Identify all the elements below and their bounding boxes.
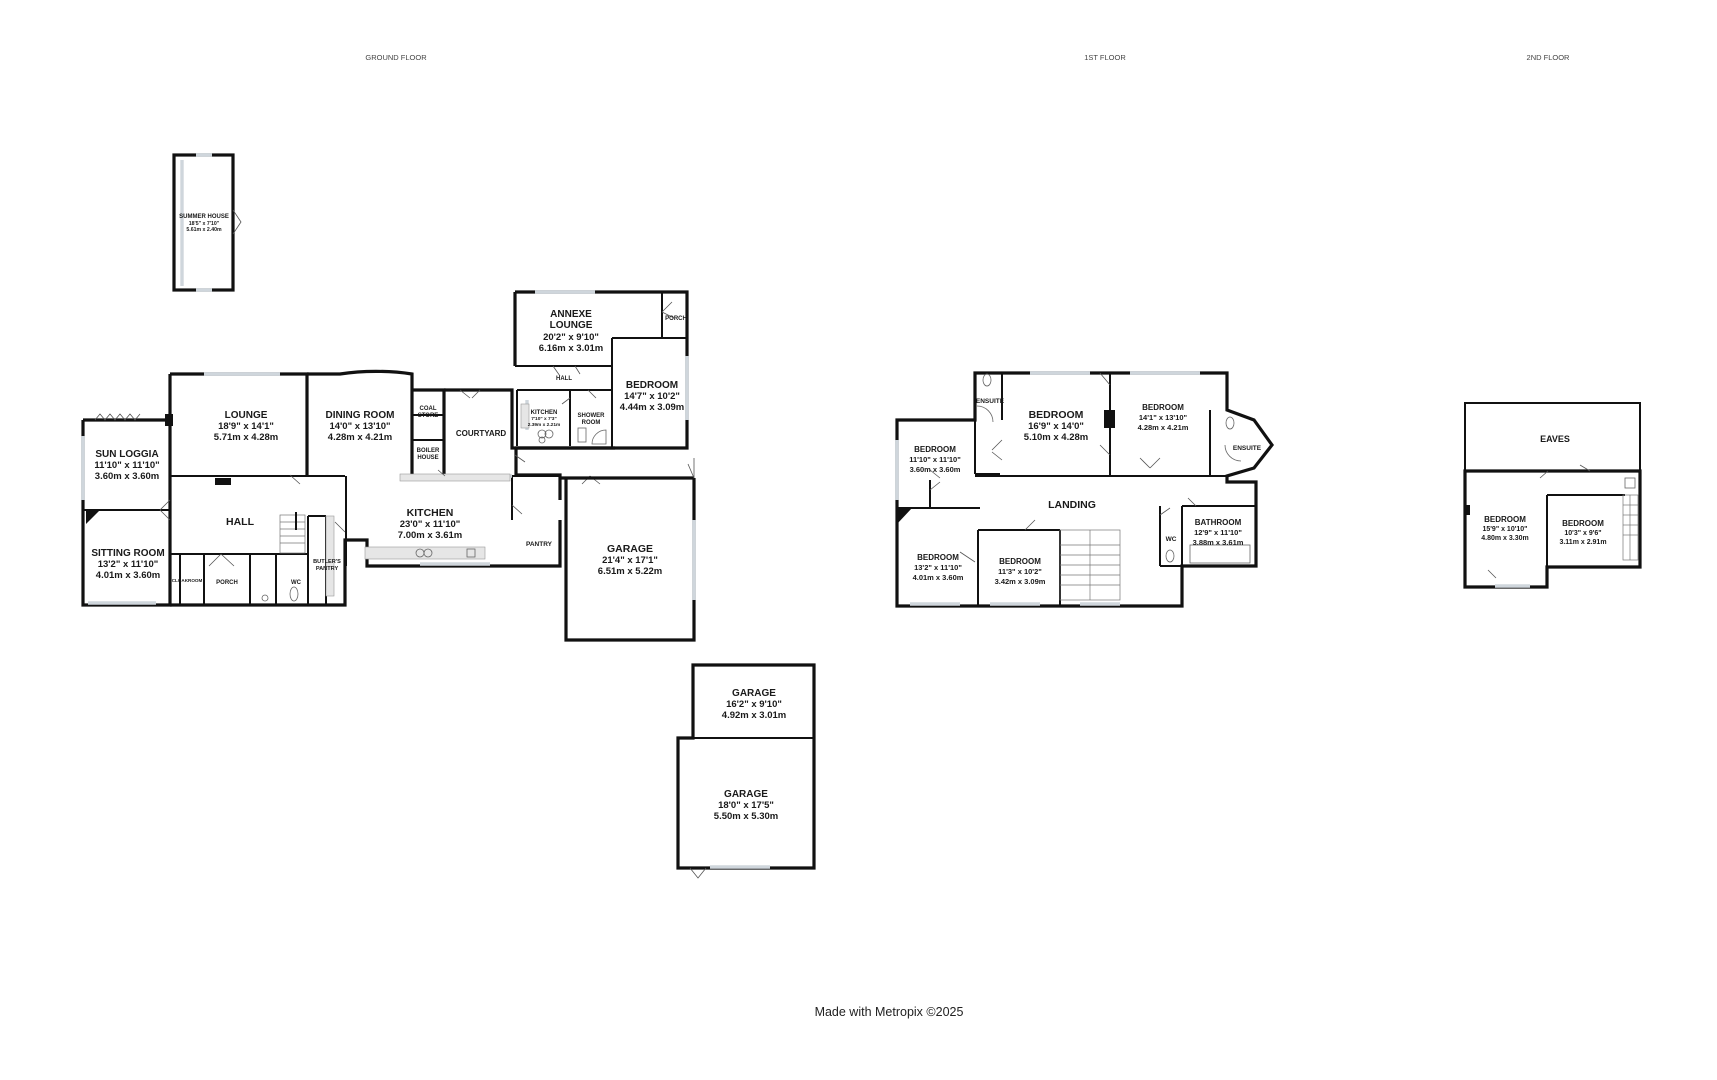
sitting-room-name: SITTING ROOM — [91, 548, 164, 559]
sitting-room-imperial: 13'2" x 11'10" — [98, 559, 159, 570]
annexe-bedroom-imperial: 14'7" x 10'2" — [624, 391, 680, 402]
f-bedroom-left-metric: 3.60m x 3.60m — [910, 465, 961, 474]
garage-large-imperial: 18'0" x 17'5" — [718, 800, 774, 811]
f-bedroom-left-imperial: 11'10" x 11'10" — [909, 455, 961, 464]
garage-main: GARAGE 21'4" x 17'1" 6.51m x 5.22m — [560, 458, 696, 642]
lounge-imperial: 18'9" x 14'1" — [218, 421, 274, 432]
garage-main-metric: 6.51m x 5.22m — [598, 566, 662, 577]
f-bedroom-right-imperial: 14'1" x 13'10" — [1139, 413, 1188, 422]
f-bedroom-bl-imperial: 13'2" x 11'10" — [914, 563, 962, 572]
annexe-bedroom-metric: 4.44m x 3.09m — [620, 402, 684, 413]
bathroom-metric: 3.88m x 3.61m — [1193, 538, 1244, 547]
hall-name: HALL — [226, 516, 255, 528]
dining-room-imperial: 14'0" x 13'10" — [329, 421, 390, 432]
dining-room-name: DINING ROOM — [326, 410, 395, 421]
metropix-credit: Made with Metropix ©2025 — [815, 1005, 964, 1019]
second-floor-title: 2ND FLOOR — [1527, 53, 1571, 62]
coal-store-name2: STORE — [418, 413, 439, 419]
kitchen-imperial: 23'0" x 11'10" — [400, 519, 461, 530]
annexe: ANNEXE LOUNGE 20'2" x 9'10" 6.16m x 3.01… — [513, 290, 689, 450]
annexe-kitchen-name: KITCHEN — [531, 410, 558, 416]
first-floor: ENSUITE BEDROOM 16'9" x 14'0" 5.10m x 4.… — [895, 371, 1275, 608]
f-bedroom-main-name: BEDROOM — [1029, 409, 1084, 421]
annexe-lounge-metric: 6.16m x 3.01m — [539, 343, 603, 354]
bathroom-imperial: 12'9" x 11'10" — [1194, 528, 1242, 537]
butlers-pantry-name2: PANTRY — [316, 566, 339, 572]
summer-house-name: SUMMER HOUSE — [179, 214, 229, 220]
f-ensuite-right-name: ENSUITE — [1233, 445, 1262, 452]
s-bedroom-right-metric: 3.11m x 2.91m — [1559, 539, 1606, 546]
garage-large-metric: 5.50m x 5.30m — [714, 811, 778, 822]
annexe-porch-name: PORCH — [665, 316, 687, 322]
shower-room-name1: SHOWER — [578, 413, 606, 419]
second-floor: EAVES BEDROOM 15'9" x 10'10" 4.80m x 3.3… — [1463, 402, 1642, 589]
f-bedroom-right-name: BEDROOM — [1142, 403, 1184, 412]
courtyard-name: COURTYARD — [456, 429, 507, 438]
sun-loggia-name: SUN LOGGIA — [95, 449, 158, 460]
annexe-lounge-name2: LOUNGE — [550, 320, 593, 331]
landing-name: LANDING — [1048, 499, 1096, 511]
butlers-pantry-name1: BUTLER'S — [313, 559, 341, 565]
first-floor-title: 1ST FLOOR — [1084, 53, 1126, 62]
f-bedroom-main-imperial: 16'9" x 14'0" — [1028, 421, 1084, 432]
annexe-lounge-name1: ANNEXE — [550, 309, 592, 320]
ground-floor: SUMMER HOUSE 18'5" x 7'10" 5.61m x 2.40m — [81, 153, 816, 879]
coal-store-name1: COAL — [420, 406, 437, 412]
boiler-house-name2: HOUSE — [417, 455, 438, 461]
pantry-name: PANTRY — [526, 541, 553, 548]
f-ensuite-left-name: ENSUITE — [976, 398, 1005, 405]
summer-house-metric: 5.61m x 2.40m — [186, 227, 222, 233]
wc-first-name: WC — [1166, 536, 1177, 543]
f-bedroom-bm-metric: 3.42m x 3.09m — [995, 577, 1046, 586]
garage-main-name: GARAGE — [607, 543, 653, 555]
eaves-name: EAVES — [1540, 434, 1570, 444]
boiler-house-name1: BOILER — [417, 448, 440, 454]
lounge-name: LOUNGE — [225, 410, 268, 421]
garage-small-metric: 4.92m x 3.01m — [722, 710, 786, 721]
cloakroom-name: CLOAKROOM — [172, 578, 203, 583]
main-house: LOUNGE 18'9" x 14'1" 5.71m x 4.28m DININ… — [81, 369, 615, 607]
f-bedroom-bm-imperial: 11'3" x 10'2" — [998, 567, 1042, 576]
sun-loggia-metric: 3.60m x 3.60m — [95, 471, 159, 482]
garage-detached: GARAGE 16'2" x 9'10" 4.92m x 3.01m GARAG… — [676, 663, 816, 879]
lounge-metric: 5.71m x 4.28m — [214, 432, 278, 443]
porch-name: PORCH — [216, 580, 238, 586]
s-bedroom-left-name: BEDROOM — [1484, 515, 1526, 524]
s-bedroom-right-name: BEDROOM — [1562, 519, 1604, 528]
garage-small-name: GARAGE — [732, 688, 776, 699]
f-bedroom-bl-metric: 4.01m x 3.60m — [913, 573, 964, 582]
f-bedroom-left-name: BEDROOM — [914, 445, 956, 454]
s-bedroom-left-imperial: 15'9" x 10'10" — [1482, 526, 1527, 533]
f-bedroom-right-metric: 4.28m x 4.21m — [1138, 423, 1189, 432]
bathroom-name: BATHROOM — [1195, 518, 1242, 527]
annexe-bedroom-name: BEDROOM — [626, 380, 678, 391]
garage-small-imperial: 16'2" x 9'10" — [726, 699, 782, 710]
kitchen-name: KITCHEN — [407, 507, 454, 519]
f-bedroom-main-metric: 5.10m x 4.28m — [1024, 432, 1088, 443]
annexe-hall-name: HALL — [556, 376, 572, 382]
f-bedroom-bl-name: BEDROOM — [917, 553, 959, 562]
garage-main-imperial: 21'4" x 17'1" — [602, 555, 658, 566]
kitchen-metric: 7.00m x 3.61m — [398, 530, 462, 541]
s-bedroom-left-metric: 4.80m x 3.30m — [1481, 535, 1528, 542]
f-bedroom-bm-name: BEDROOM — [999, 557, 1041, 566]
wc-ground-name: WC — [291, 580, 302, 586]
annexe-kitchen-imperial: 7'10" x 7'3" — [531, 416, 557, 422]
shower-room-name2: ROOM — [582, 420, 601, 426]
sun-loggia-imperial: 11'10" x 11'10" — [94, 460, 159, 471]
annexe-kitchen-metric: 2.39m x 2.21m — [528, 422, 561, 428]
summer-house-imperial: 18'5" x 7'10" — [189, 221, 220, 227]
s-bedroom-right-imperial: 10'3" x 9'6" — [1564, 530, 1601, 537]
sitting-room-metric: 4.01m x 3.60m — [96, 570, 160, 581]
ground-floor-title: GROUND FLOOR — [365, 53, 427, 62]
annexe-lounge-imperial: 20'2" x 9'10" — [543, 332, 599, 343]
dining-room-metric: 4.28m x 4.21m — [328, 432, 392, 443]
garage-large-name: GARAGE — [724, 789, 768, 800]
summer-house: SUMMER HOUSE 18'5" x 7'10" 5.61m x 2.40m — [172, 153, 242, 292]
